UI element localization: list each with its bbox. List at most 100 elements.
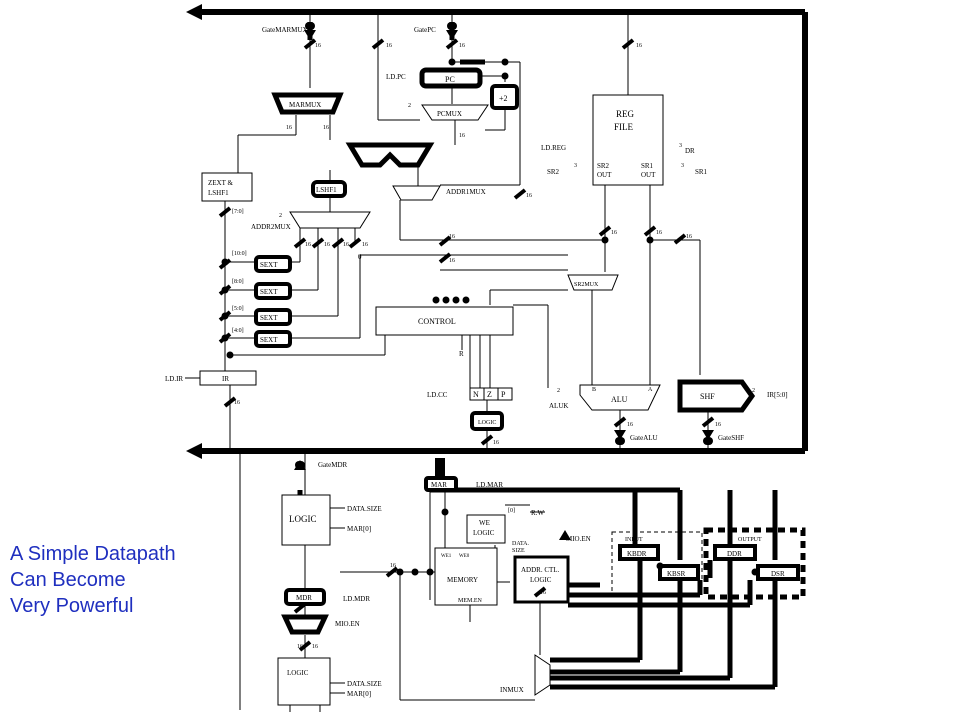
addr-ctl-logic-box [513, 555, 570, 604]
width-label: 3 [681, 163, 684, 169]
label-we-logic-2: LOGIC [473, 529, 495, 537]
control-box [375, 306, 514, 336]
label-n: N [473, 390, 479, 399]
sext-box-4 [254, 330, 292, 348]
pc-register [419, 67, 483, 89]
label-logic-bottom: LOGIC [287, 669, 309, 677]
width-label: 2 [279, 213, 282, 219]
label-memory: MEMORY [447, 576, 478, 584]
label-sr2mux: SR2MUX [574, 282, 599, 288]
lshf1-box [311, 180, 347, 198]
label-data-size: DATA.SIZE [347, 505, 382, 513]
label-kbsr: KBSR [667, 570, 686, 578]
label-gate-pc: GatePC [414, 26, 436, 34]
width-label: 16 [286, 125, 292, 131]
width-label: 3 [574, 163, 577, 169]
label-sr2: SR2 [547, 168, 560, 176]
label-lshf1: LSHF1 [316, 186, 337, 194]
memory-box [434, 547, 498, 606]
shf-shape [677, 379, 756, 413]
label-sr1-out-1: SR1 [641, 162, 654, 170]
label-gate-mdr: GateMDR [318, 461, 347, 469]
bus-arrowhead-bottom [186, 443, 202, 459]
label-sr1: SR1 [695, 168, 708, 176]
label-mio-en-2: MIO.EN [335, 620, 360, 628]
label-pcmux: PCMUX [437, 110, 462, 118]
label-mdr: MDR [296, 594, 312, 602]
label-ddr: DDR [727, 550, 742, 558]
width-label: 16 [343, 242, 349, 248]
label-data-size-2b: SIZE [512, 548, 525, 554]
width-label: 16 [636, 43, 642, 49]
label-logic: LOGIC [289, 514, 317, 524]
label-ld-pc: LD.PC [386, 73, 406, 81]
label-bits-5-0: [5:0] [232, 306, 244, 312]
width-label: 16 [459, 43, 465, 49]
width-label: 16 [686, 234, 692, 240]
label-ld-reg: LD.REG [541, 144, 566, 152]
label-alu-a: A [648, 387, 653, 393]
label-addr-ctl-1: ADDR. CTL. [521, 566, 560, 574]
width-label: 16 [305, 242, 311, 248]
caption-line-3: Very Powerful [10, 595, 134, 617]
label-we1: WE1 [441, 554, 452, 559]
plus2-box [490, 84, 519, 110]
label-sr1-out-2: OUT [641, 171, 656, 179]
addr1mux-shape [392, 185, 441, 201]
alu-shape [579, 384, 661, 411]
width-label: 16 [449, 258, 455, 264]
sext-box-3 [254, 308, 292, 326]
input-region [611, 531, 703, 595]
label-gate-shf: GateSHF [718, 434, 744, 442]
bus-arrowhead-top [186, 4, 202, 20]
output-region [703, 527, 806, 600]
label-z: Z [487, 390, 492, 399]
blocks [199, 94, 664, 706]
width-label: 16 [234, 400, 240, 406]
ddr-box [713, 544, 757, 561]
width-label: 16 [323, 125, 329, 131]
we-logic-box [466, 514, 506, 544]
label-zero: 0 [358, 253, 362, 261]
label-mar: MAR [431, 481, 447, 489]
width-label: 16 [449, 234, 455, 240]
width-label: 16 [493, 440, 499, 446]
width-label: 2 [752, 388, 755, 394]
logic-bottom-box [277, 657, 331, 706]
reg-file-box [592, 94, 664, 186]
caption: A Simple Datapath Can Become Very Powerf… [10, 541, 176, 619]
label-ld-mdr: LD.MDR [343, 595, 370, 603]
width-label: 16 [715, 422, 721, 428]
logic-box [281, 494, 331, 546]
label-alu: ALU [611, 395, 628, 404]
label-bits-7-0: [7:0] [232, 209, 244, 215]
label-we0: WE0 [459, 554, 470, 559]
width-label: 2 [408, 103, 411, 109]
caption-line-1: A Simple Datapath [10, 543, 176, 565]
label-data-size-2a: DATA. [512, 541, 530, 547]
label-zext-1: ZEXT & [208, 179, 234, 187]
width-label: 16 [386, 43, 392, 49]
kbdr-box [618, 544, 660, 561]
label-sext-3: SEXT [260, 314, 278, 322]
label-gate-alu: GateALU [630, 434, 658, 442]
label-sext-1: SEXT [260, 261, 278, 269]
bus-width-markers [218, 38, 715, 652]
label-control: CONTROL [418, 317, 456, 326]
inmux-shape [534, 654, 551, 696]
ir-box [199, 370, 257, 386]
width-label: 2 [557, 388, 560, 394]
label-bits-4-0: [4:0] [232, 328, 244, 334]
p-flag-box [497, 387, 513, 401]
label-ld-mar: LD.MAR [476, 481, 503, 489]
label-mio-en: MIO.EN [566, 535, 591, 543]
label-gate-marmux: GateMARMUX [262, 26, 308, 34]
label-r: R [459, 350, 464, 358]
width-label: 16 [324, 242, 330, 248]
label-bits-8-0: [8:0] [232, 279, 244, 285]
labels: GateMARMUX GatePC LD.PC PC +2 PCMUX MARM… [165, 26, 788, 698]
thick-wires [297, 22, 778, 690]
label-dsr: DSR [771, 570, 785, 578]
